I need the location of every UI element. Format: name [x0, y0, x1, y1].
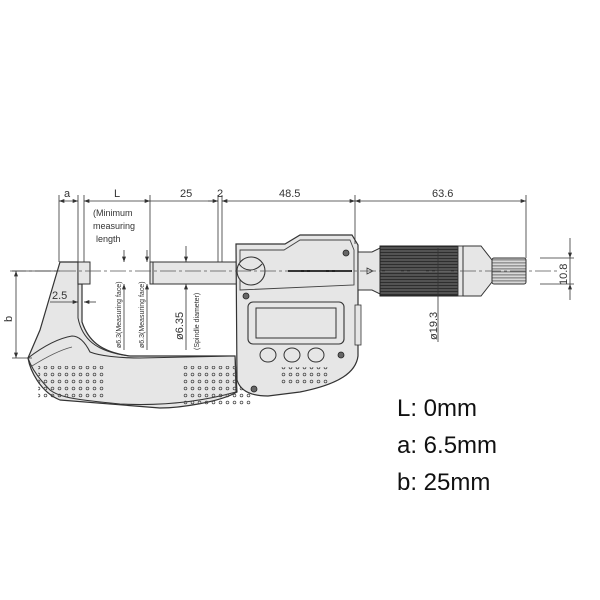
grip-dots-left [38, 366, 104, 400]
thimble-diameter: ø19.3 [428, 312, 440, 340]
min-length-line-3: length [96, 234, 121, 244]
dim-25: 25 [180, 188, 192, 200]
measuring-face-2-label: ø6.3(Measuring face) [139, 281, 146, 348]
anvil [77, 261, 91, 285]
spindle-diameter-value: ø6.35 [174, 312, 186, 340]
spec-a: a: 6.5mm [397, 432, 498, 459]
dim-63-6: 63.6 [432, 188, 453, 200]
button-in-mm [307, 347, 325, 363]
ratchet-height: 10.8 [558, 264, 570, 285]
button-hold [283, 347, 301, 363]
dim-48-5: 48.5 [279, 188, 300, 200]
dim-L: L [114, 188, 120, 200]
measuring-face-1-label: ø6.3(Measuring face) [116, 281, 123, 348]
dim-2-5: 2.5 [52, 290, 67, 302]
min-length-line-2: measuring [93, 221, 135, 231]
frame [27, 261, 252, 409]
dim-b: b [3, 316, 15, 322]
spec-L: L: 0mm [397, 395, 478, 422]
dim-a: a [64, 188, 71, 200]
lcd-display [255, 307, 337, 339]
spindle-diameter-label: (Spindle diameter) [194, 293, 201, 350]
dim-2: 2 [217, 188, 223, 200]
button-origin [259, 347, 277, 363]
min-length-line-1: (Minimum [93, 208, 133, 218]
top-dimensions [58, 195, 527, 262]
spec-list: L: 0mm a: 6.5mm b: 25mm [397, 390, 497, 501]
spec-b: b: 25mm [397, 469, 491, 496]
digital-head [235, 234, 362, 397]
spindle [149, 261, 241, 285]
